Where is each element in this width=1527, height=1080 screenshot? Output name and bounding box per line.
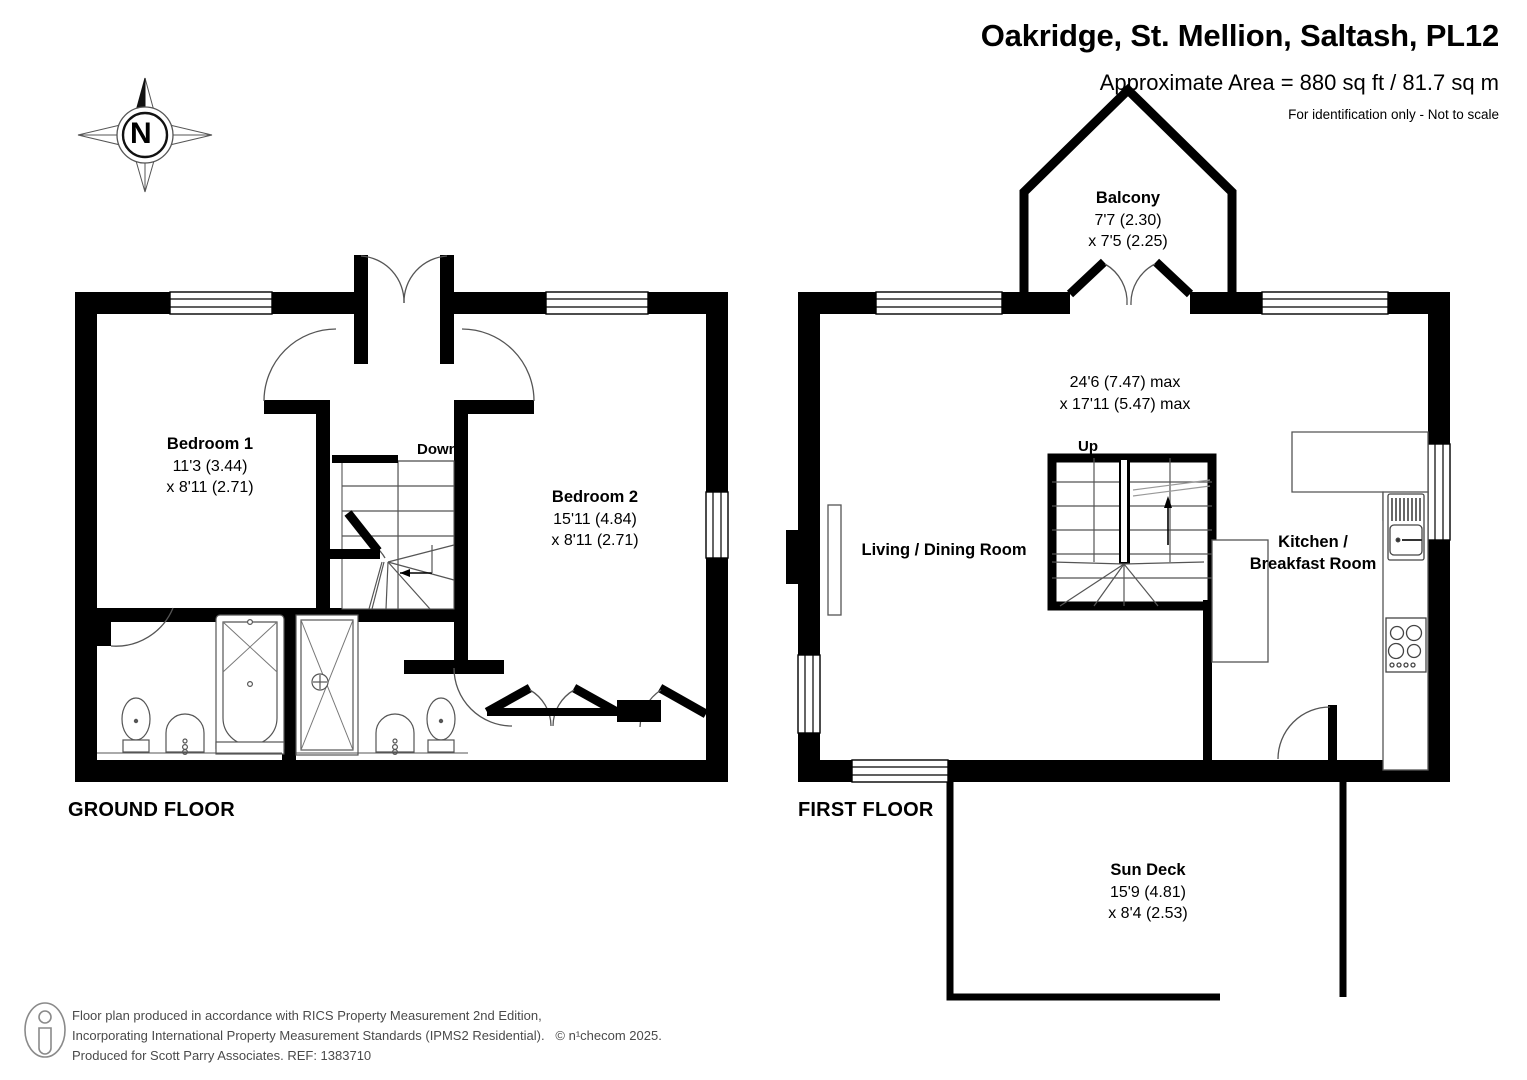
footer-credits: Floor plan produced in accordance with R… bbox=[72, 1006, 662, 1066]
kitchen-sink-icon bbox=[1387, 493, 1425, 561]
ground-window-top-left bbox=[169, 291, 273, 315]
overall-dimension-1: 24'6 (7.47) max bbox=[1069, 374, 1181, 391]
stair-label-down: Down bbox=[417, 441, 458, 458]
footer-line-2: Incorporating International Property Mea… bbox=[72, 1026, 662, 1046]
page-title: Oakridge, St. Mellion, Saltash, PL12 bbox=[980, 18, 1499, 53]
first-floor-overall-dimensions: 24'6 (7.47) max x 17'11 (5.47) max bbox=[1000, 372, 1250, 415]
ground-floor-plan bbox=[75, 255, 729, 782]
ground-window-right bbox=[705, 491, 729, 559]
room-dimension-1: 15'11 (4.84) bbox=[553, 510, 637, 528]
balcony-doors bbox=[1066, 258, 1194, 306]
room-name: Bedroom 2 bbox=[551, 488, 639, 506]
kitchen-door-swing bbox=[1277, 705, 1337, 763]
ground-stair-door bbox=[330, 510, 386, 559]
footer-line-2a: Incorporating International Property Mea… bbox=[72, 1028, 545, 1044]
ground-bathroom-fixtures bbox=[121, 614, 285, 755]
first-window-top-right bbox=[1261, 291, 1389, 315]
ground-entrance-recess-walls bbox=[354, 255, 454, 364]
first-left-door bbox=[786, 504, 842, 616]
room-label-bedroom-1: Bedroom 1 11'3 (3.44) x 8'11 (2.71) bbox=[115, 434, 305, 498]
first-floor-label: FIRST FLOOR bbox=[798, 799, 934, 821]
room-label-balcony: Balcony 7'7 (2.30) x 7'5 (2.25) bbox=[1038, 188, 1218, 252]
footer-copyright: © n¹checom 2025. bbox=[555, 1028, 662, 1044]
first-window-left bbox=[797, 654, 821, 734]
room-dimension-1: 7'7 (2.30) bbox=[1094, 211, 1162, 229]
first-interior-wall bbox=[1203, 600, 1212, 762]
ipms-person-icon bbox=[24, 1002, 66, 1058]
sun-deck-outline bbox=[946, 782, 1347, 1001]
compass-north-label: N bbox=[130, 117, 152, 150]
stair-label-up: Up bbox=[1078, 438, 1098, 455]
balcony-outline bbox=[1019, 83, 1237, 300]
ground-bedroom1-door-swing bbox=[110, 607, 174, 647]
room-dimension-1: 11'3 (3.44) bbox=[172, 457, 248, 475]
room-name-line2: Breakfast Room bbox=[1249, 554, 1377, 573]
room-label-kitchen-breakfast: Kitchen / Breakfast Room bbox=[1238, 532, 1388, 576]
kitchen-hob-icon bbox=[1385, 617, 1427, 673]
room-dimension-2: x 8'11 (2.71) bbox=[551, 531, 639, 549]
room-label-sun-deck: Sun Deck 15'9 (4.81) x 8'4 (2.53) bbox=[1058, 860, 1238, 924]
ground-hall-door-swings bbox=[263, 328, 535, 402]
first-window-bottom bbox=[851, 759, 949, 783]
ground-entrance-door-swing bbox=[360, 255, 448, 304]
ground-bottom-doors bbox=[484, 684, 709, 728]
room-name: Sun Deck bbox=[1110, 861, 1186, 879]
ground-ensuite-door-swing bbox=[453, 667, 513, 727]
overall-dimension-2: x 17'11 (5.47) max bbox=[1059, 395, 1191, 413]
ground-shower-room-fixtures bbox=[295, 614, 456, 756]
room-label-bedroom-2: Bedroom 2 15'11 (4.84) x 8'11 (2.71) bbox=[500, 487, 690, 551]
first-floor-plan bbox=[786, 83, 1451, 1001]
ground-floor-label: GROUND FLOOR bbox=[68, 799, 235, 821]
room-dimension-1: 15'9 (4.81) bbox=[1110, 883, 1186, 901]
first-window-top-left bbox=[875, 291, 1003, 315]
room-dimension-2: x 7'5 (2.25) bbox=[1088, 232, 1168, 250]
room-name: Kitchen / bbox=[1278, 533, 1348, 551]
room-label-living-dining: Living / Dining Room bbox=[848, 540, 1040, 562]
approximate-area: Approximate Area = 880 sq ft / 81.7 sq m bbox=[1099, 70, 1499, 95]
ground-staircase bbox=[332, 455, 455, 610]
footer-line-3: Produced for Scott Parry Associates. REF… bbox=[72, 1048, 372, 1064]
room-dimension-2: x 8'11 (2.71) bbox=[166, 478, 254, 496]
first-window-right bbox=[1427, 443, 1451, 541]
ground-window-top-right bbox=[545, 291, 649, 315]
ground-hall-walls bbox=[264, 400, 534, 608]
compass-rose-icon bbox=[77, 77, 213, 193]
kitchen-units bbox=[1211, 431, 1429, 771]
room-name: Living / Dining Room bbox=[861, 541, 1027, 559]
footer-line-1: Floor plan produced in accordance with R… bbox=[72, 1008, 542, 1023]
room-name: Balcony bbox=[1095, 189, 1161, 207]
room-name: Bedroom 1 bbox=[166, 435, 254, 453]
disclaimer-note: For identification only - Not to scale bbox=[1288, 107, 1499, 122]
first-staircase bbox=[1047, 453, 1217, 611]
room-dimension-2: x 8'4 (2.53) bbox=[1108, 904, 1188, 922]
